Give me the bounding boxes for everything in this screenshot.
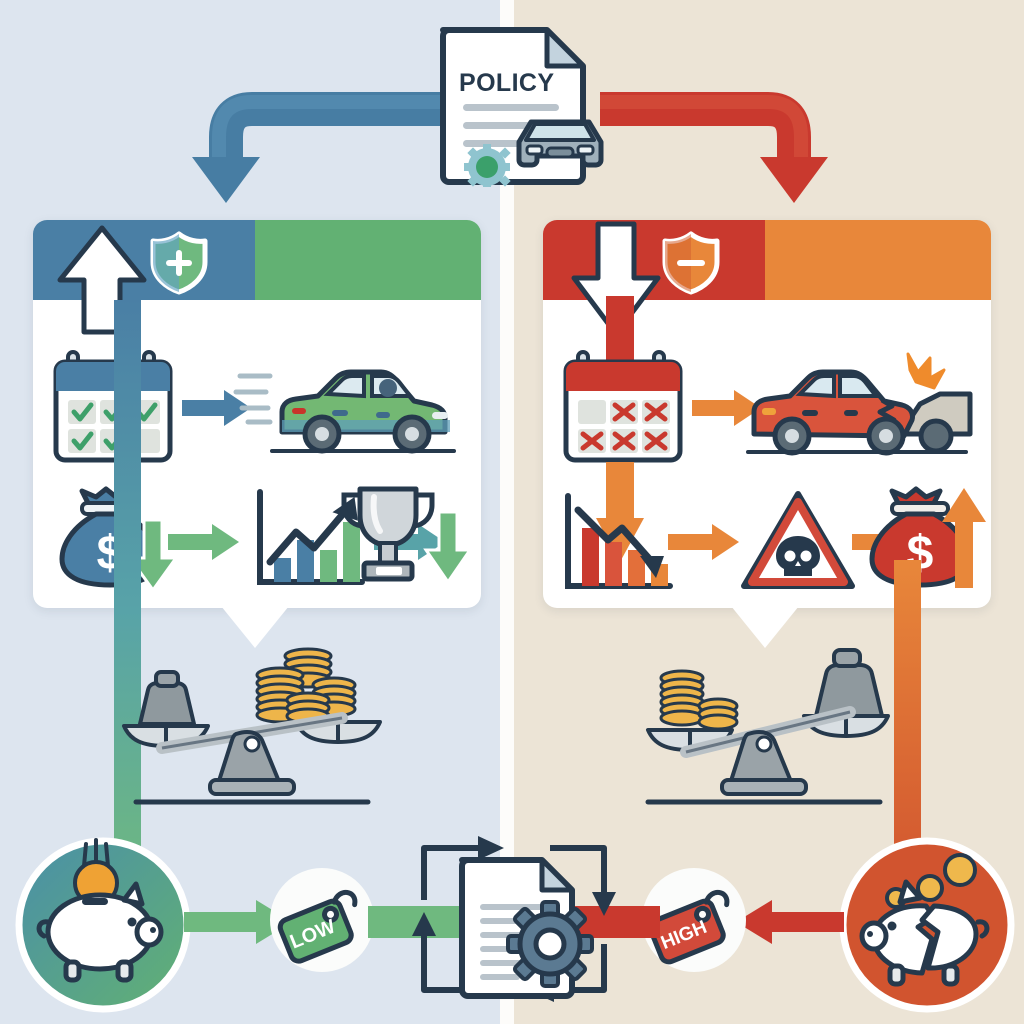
policy-to-bad-arrow	[600, 92, 828, 203]
broken-piggy-bank-badge[interactable]	[838, 836, 1016, 1014]
loop-arrow-right	[592, 892, 616, 916]
trophy-icon	[341, 486, 435, 582]
document-gear-icon[interactable]	[456, 852, 606, 1002]
center-divider	[500, 0, 514, 1024]
chart-falling-icon	[565, 493, 673, 589]
policy-doc-title: POLICY	[459, 69, 555, 97]
arrow-right-blue	[182, 390, 251, 426]
shield-plus-icon	[150, 231, 208, 295]
warning-skull-icon	[741, 491, 855, 589]
arrow-right-orange	[692, 390, 761, 426]
calendar-claims-record	[563, 350, 683, 463]
risk-flow-arrow-2	[596, 462, 644, 562]
good-outcome-stem	[114, 300, 141, 896]
collision-burst-icon	[906, 352, 946, 390]
arrow-down-icon	[127, 518, 179, 593]
weight-block-icon	[814, 648, 884, 718]
arrow-right-green	[168, 524, 239, 560]
arrow-right-orange	[668, 524, 739, 560]
shield-minus-icon	[662, 231, 720, 295]
piggy-intact-icon	[36, 881, 164, 983]
balance-scale-unfavorable	[645, 648, 890, 805]
arrow-left-red	[736, 900, 844, 944]
arrow-right-green	[184, 900, 292, 944]
piggy-broken-icon	[859, 879, 990, 987]
car-intact-icon	[233, 369, 456, 454]
loop-arrow-top	[478, 836, 504, 860]
coin-stacks-icon	[659, 669, 739, 731]
chart-rising-icon	[257, 489, 365, 585]
gear-icon	[506, 900, 594, 988]
arrow-up-icon	[57, 225, 147, 335]
loop-arrow-left	[412, 912, 436, 936]
calendar-clean-record	[53, 350, 173, 463]
weight-block-icon	[138, 670, 196, 726]
risky-panel-tail	[731, 606, 799, 648]
gear-seal-icon	[464, 144, 511, 190]
policy-to-good-arrow	[192, 92, 490, 203]
safe-panel-header	[33, 220, 481, 300]
arrow-down-icon	[423, 510, 473, 585]
arrow-down-icon	[571, 221, 661, 337]
arrow-up-icon	[942, 488, 986, 588]
skull-icon	[776, 536, 820, 576]
balance-scale-favorable	[122, 647, 382, 805]
price-tag-high[interactable]: HIGH	[638, 866, 750, 974]
car-crashed-icon	[746, 352, 973, 456]
intact-piggy-bank-badge[interactable]	[14, 836, 192, 1014]
car-front-icon	[516, 119, 604, 168]
safe-panel-tail	[221, 606, 289, 648]
gold-coin-icon	[943, 853, 977, 887]
price-tag-low[interactable]: LOW	[268, 866, 376, 974]
gold-coin-icon	[916, 874, 944, 902]
coin-stacks-icon	[255, 647, 357, 725]
